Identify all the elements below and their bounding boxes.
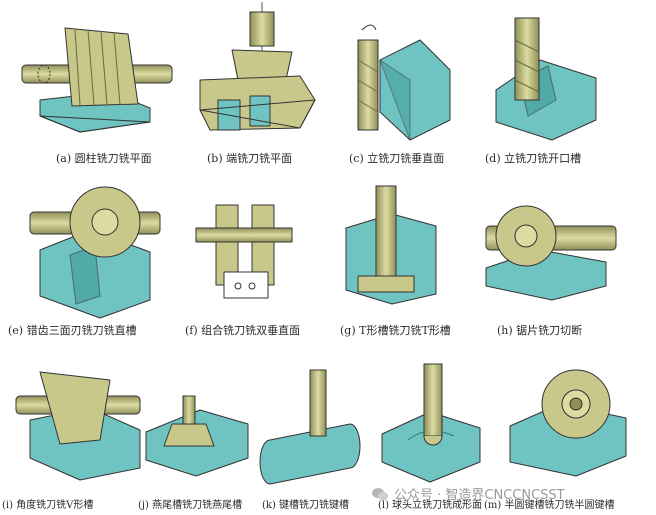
- caption-g: (g) T形槽铣刀铣T形槽: [340, 324, 451, 337]
- watermark: 公众号 · 智造界CNCCNCSST: [372, 484, 565, 503]
- watermark-text: 公众号 · 智造界CNCCNCSST: [394, 488, 565, 503]
- woodruff-cutter-figure: [509, 369, 627, 477]
- cylindrical-cutter-figure: [21, 27, 173, 133]
- gang-cutter-figure: [195, 204, 293, 299]
- caption-a: (a) 圆柱铣刀铣平面: [56, 152, 152, 165]
- end-mill-slot-figure: [495, 17, 597, 141]
- caption-k: (k) 键槽铣刀铣键槽: [262, 500, 350, 511]
- slitting-saw-figure: [485, 205, 617, 301]
- caption-d: (d) 立铣刀铣开口槽: [485, 152, 582, 165]
- caption-c: (c) 立铣刀铣垂直面: [349, 152, 445, 165]
- caption-j: (j) 燕尾槽铣刀铣燕尾槽: [138, 500, 243, 511]
- t-slot-cutter-figure: [345, 185, 437, 305]
- caption-h: (h) 锯片铣刀切断: [497, 324, 583, 337]
- angle-cutter-figure: [15, 371, 141, 481]
- caption-e: (e) 错齿三面刃铣刀铣直槽: [8, 324, 137, 337]
- ball-end-mill-figure: [381, 363, 481, 483]
- dovetail-cutter-figure: [145, 395, 249, 477]
- caption-m: (m) 半圆键槽铣刀铣半圆键槽: [484, 500, 615, 511]
- end-mill-vertical-figure: [357, 24, 451, 141]
- wechat-icon: [372, 487, 388, 500]
- caption-i: (i) 角度铣刀铣V形槽: [2, 500, 94, 511]
- face-mill-figure: [199, 2, 316, 131]
- caption-f: (f) 组合铣刀铣双垂直面: [185, 324, 301, 337]
- caption-l: (l) 球头立铣刀铣成形面: [378, 500, 483, 511]
- side-cutter-slot-figure: [29, 186, 161, 319]
- caption-b: (b) 端铣刀铣平面: [207, 152, 293, 165]
- keyway-cutter-figure: [259, 369, 361, 485]
